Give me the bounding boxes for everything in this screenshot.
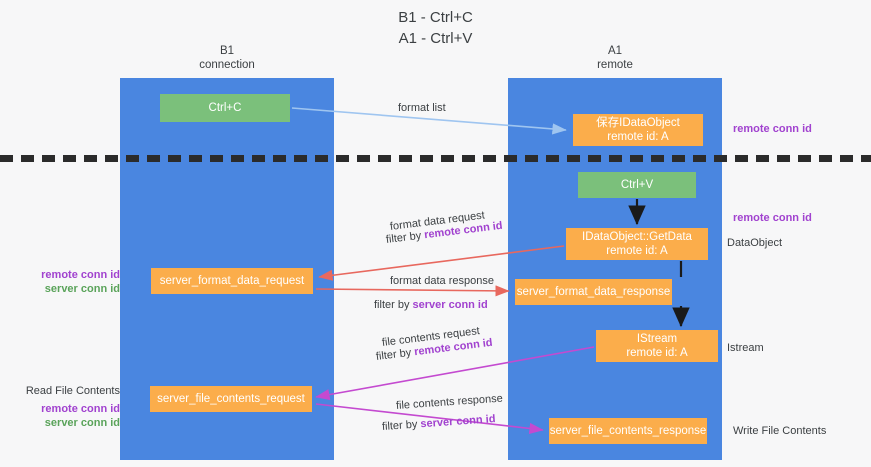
node-server-format-data-response[interactable]: server_format_data_response: [515, 279, 672, 305]
annotation-left-remote-conn-id: remote conn id: [41, 269, 120, 281]
node-idataobject[interactable]: 保存IDataObject remote id: A: [573, 114, 703, 146]
annotation-right-remote-conn-id-mid: remote conn id: [733, 212, 812, 224]
annotation-left-read-file-contents: Read File Contents: [25, 385, 120, 397]
filter-key-server-conn-id: server conn id: [420, 413, 496, 431]
annotation-left-conn-ids-2: remote conn id server conn id: [22, 402, 120, 430]
filter-prefix: filter by: [381, 418, 421, 433]
edge-format-data-response: [315, 285, 510, 297]
edge-label-file-contents-response: file contents response: [395, 392, 504, 412]
node-server-format-data-request[interactable]: server_format_data_request: [151, 268, 313, 294]
annotation-left-server-conn-id-2: server conn id: [44, 417, 120, 429]
edge-label-format-data-response: format data response: [390, 275, 494, 287]
filter-key-server-conn-id: server conn id: [412, 299, 488, 311]
edge-label-format-data-response-filter: filter by server conn id: [374, 298, 488, 312]
node-istream[interactable]: IStream remote id: A: [596, 330, 718, 362]
filter-prefix: filter by: [375, 346, 415, 363]
node-ctrl-c[interactable]: Ctrl+C: [160, 94, 290, 122]
node-idataobject-getdata[interactable]: IDataObject::GetData remote id: A: [566, 228, 708, 260]
annotation-left-conn-ids: remote conn id server conn id: [24, 268, 120, 296]
annotation-right-dataobject: DataObject: [727, 237, 783, 249]
phase-separator-dashed-line: [0, 155, 871, 162]
swimlane-header-b1: B1 connection: [199, 45, 255, 71]
annotation-right-remote-conn-id-top: remote conn id: [733, 123, 812, 135]
edge-label-format-list: format list: [398, 102, 446, 114]
filter-prefix: filter by: [385, 229, 425, 246]
annotation-right-istream: Istream: [727, 342, 764, 354]
node-ctrl-v[interactable]: Ctrl+V: [578, 172, 696, 198]
edge-label-file-contents-response-filter: filter by server conn id: [382, 412, 496, 434]
swimlane-header-a1: A1 remote: [597, 45, 633, 71]
annotation-right-write-file-contents: Write File Contents: [733, 425, 827, 437]
annotation-left-server-conn-id: server conn id: [44, 283, 120, 295]
page-title: B1 - Ctrl+C A1 - Ctrl+V: [398, 9, 473, 47]
node-server-file-contents-response[interactable]: server_file_contents_response: [549, 418, 707, 444]
annotation-left-remote-conn-id-2: remote conn id: [41, 403, 120, 415]
filter-prefix: filter by: [374, 299, 413, 311]
node-server-file-contents-request[interactable]: server_file_contents_request: [150, 386, 312, 412]
